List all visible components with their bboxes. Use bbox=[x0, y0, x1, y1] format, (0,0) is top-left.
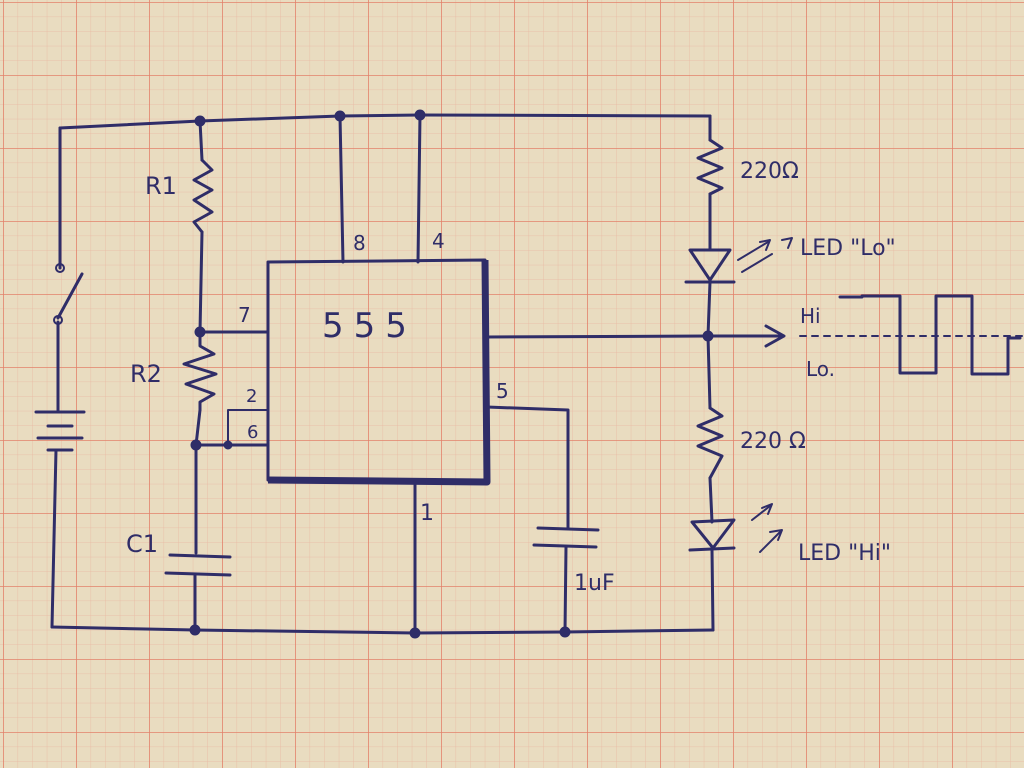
switch-contact-top bbox=[55, 263, 65, 273]
wire-pin8 bbox=[338, 114, 345, 264]
junction-dots bbox=[189, 109, 714, 639]
c1-label: C1 bbox=[126, 530, 158, 558]
pin7-label: 7 bbox=[238, 303, 251, 327]
wire-r1-r2 bbox=[198, 230, 204, 334]
switch-lever bbox=[56, 272, 84, 320]
wire-led-hi bbox=[708, 476, 714, 524]
pin5-label: 5 bbox=[496, 379, 509, 403]
wire-r2-c1 bbox=[194, 408, 202, 447]
pin6-label: 6 bbox=[247, 422, 258, 443]
led-lo-label: LED "Lo" bbox=[800, 236, 896, 261]
capacitor-c1 bbox=[164, 553, 232, 577]
cap-value-label: 1uF bbox=[574, 571, 615, 596]
wire-pin2 bbox=[227, 409, 269, 446]
resistor-220-top bbox=[696, 138, 724, 196]
wire-right-mid bbox=[706, 334, 712, 410]
resistor-r2 bbox=[182, 330, 218, 412]
output-lo-label: Lo. bbox=[806, 357, 835, 381]
pin2-label: 2 bbox=[246, 386, 257, 407]
wire-pin4 bbox=[416, 113, 422, 264]
led-lo-symbol bbox=[684, 237, 793, 284]
wire-led-hi-out bbox=[710, 548, 715, 632]
square-wave bbox=[838, 294, 1022, 376]
resistor-r1 bbox=[192, 158, 214, 234]
r1-label: R1 bbox=[145, 172, 177, 200]
pin8-label: 8 bbox=[353, 231, 366, 255]
output-hi-label: Hi bbox=[800, 304, 821, 328]
wire-led-lo-out bbox=[706, 280, 712, 338]
r2-label: R2 bbox=[130, 360, 162, 388]
battery-symbol bbox=[34, 410, 86, 452]
wire-output bbox=[485, 334, 782, 339]
wire-r1-top bbox=[198, 119, 204, 162]
wire-pin5 bbox=[485, 405, 570, 530]
res-bottom-label: 220 Ω bbox=[740, 429, 806, 454]
resistor-220-bottom bbox=[696, 406, 724, 480]
led-hi-label: LED "Hi" bbox=[798, 541, 891, 566]
pin1-label: 1 bbox=[420, 501, 434, 526]
output-arrow bbox=[764, 324, 786, 348]
wire-1uf-bottom bbox=[563, 545, 568, 634]
chip-555-shadow bbox=[267, 259, 491, 486]
left-wire-bottom bbox=[50, 448, 58, 629]
chip-label: 555 bbox=[322, 306, 417, 346]
pin4-label: 4 bbox=[432, 229, 445, 253]
res-top-label: 220Ω bbox=[740, 159, 799, 184]
